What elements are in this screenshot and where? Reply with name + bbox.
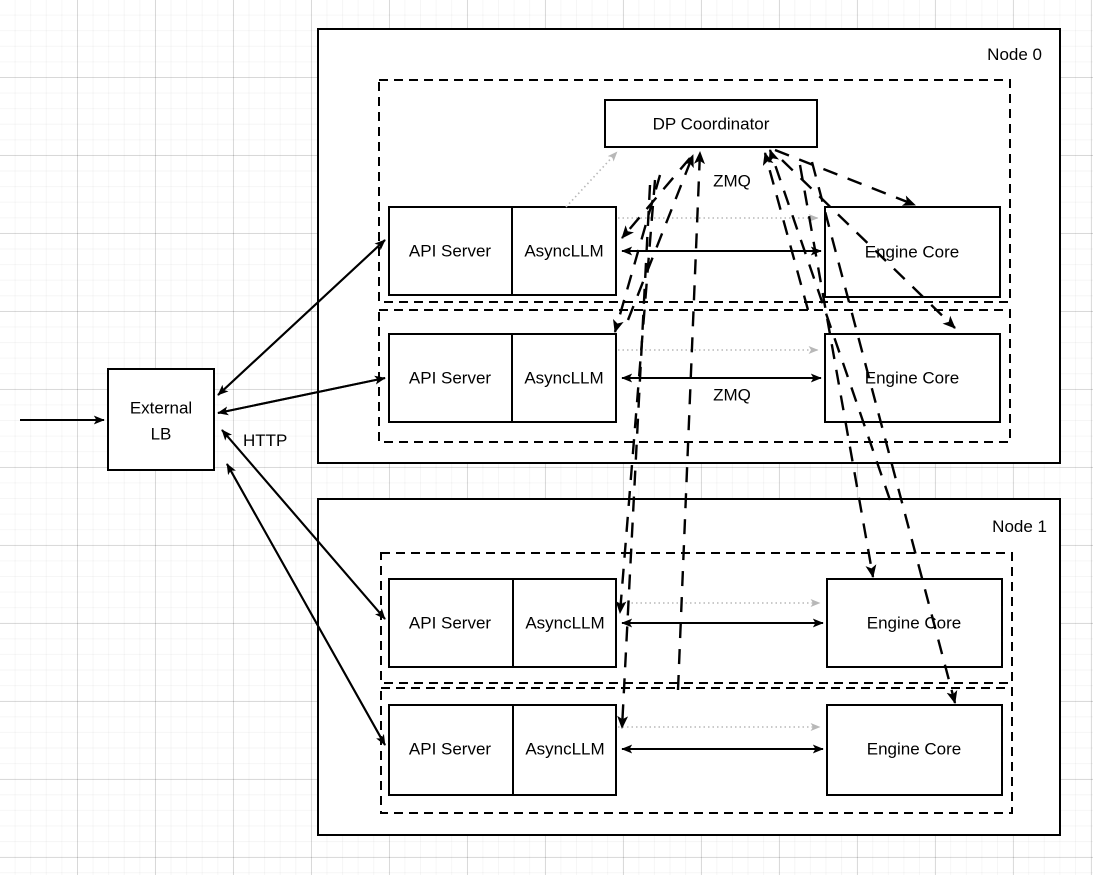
node-0-rank-0-enginecore[interactable]: Engine Core — [824, 206, 1001, 298]
engine-core-label: Engine Core — [867, 739, 962, 758]
coordinator-dashed-edges — [626, 149, 892, 691]
node-0-rank-0-group — [378, 79, 1011, 303]
node-1-rank-1-group — [380, 687, 1013, 814]
zmq-label: ZMQ — [713, 385, 751, 404]
node-0-rank-0-apiserver-asyncllm[interactable]: API Server AsyncLLM — [388, 206, 617, 296]
node0-rank1-zmq-edge: ZMQ — [621, 373, 822, 404]
engine-core-label: Engine Core — [865, 242, 960, 261]
node-0-rank-1-apiserver-asyncllm[interactable]: API Server AsyncLLM — [388, 333, 617, 423]
node-1-rank-0-apiserver-asyncllm[interactable]: API Server AsyncLLM — [388, 578, 617, 668]
async-llm-label: AsyncLLM — [524, 368, 603, 387]
api-server-label: API Server — [409, 368, 492, 387]
lb-to-node1-rank0-edge — [221, 429, 386, 620]
external-lb-label-line1: External — [130, 398, 192, 417]
async-llm-label: AsyncLLM — [525, 739, 604, 758]
external-lb-label-line2: LB — [151, 424, 172, 443]
node-0-title: Node 0 — [987, 45, 1042, 64]
engine-core-label: Engine Core — [867, 613, 962, 632]
api-server-label: API Server — [409, 739, 492, 758]
node-1-title: Node 1 — [992, 517, 1047, 536]
coordinator-to-asyncllm-dashed-edges — [613, 157, 691, 729]
lb-to-node0-rank0-edge — [217, 239, 386, 396]
node-1-rank-1-apiserver-asyncllm[interactable]: API Server AsyncLLM — [388, 704, 617, 796]
api-server-label: API Server — [409, 241, 492, 260]
lb-to-node0-rank1-edge — [217, 375, 386, 416]
node0-rank0-zmq-edge: ZMQ — [621, 171, 822, 256]
lb-to-node1-rank1-edge — [226, 463, 386, 746]
engine-core-label: Engine Core — [865, 368, 960, 387]
node-1-rank-1-enginecore[interactable]: Engine Core — [826, 704, 1003, 796]
dp-coordinator-label: DP Coordinator — [653, 114, 770, 133]
node-0-rank-1-enginecore[interactable]: Engine Core — [824, 333, 1001, 423]
async-llm-label: AsyncLLM — [525, 613, 604, 632]
api-server-label: API Server — [409, 613, 492, 632]
coordinator-to-enginecore-dashed-edges — [774, 148, 958, 704]
async-llm-label: AsyncLLM — [524, 241, 603, 260]
zmq-label: ZMQ — [713, 171, 751, 190]
node-1-rank-0-enginecore[interactable]: Engine Core — [826, 578, 1003, 668]
http-label: HTTP — [243, 431, 287, 450]
external-lb-box[interactable]: External LB — [107, 368, 215, 471]
dp-coordinator-box[interactable]: DP Coordinator — [604, 99, 818, 148]
